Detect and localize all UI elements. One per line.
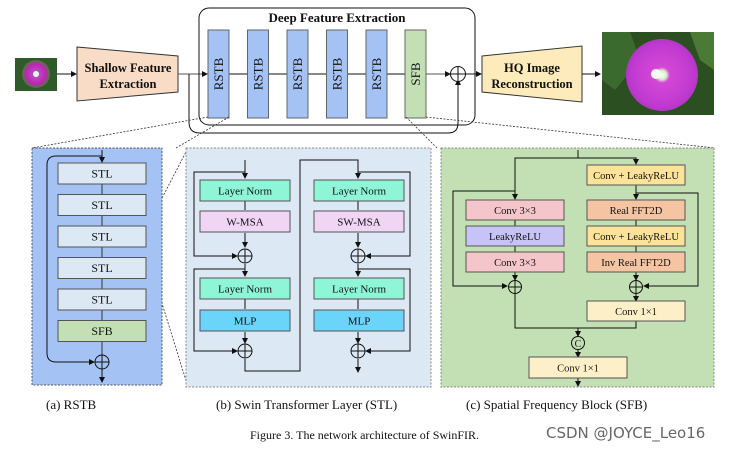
rstb-items: STL STL STL STL STL SFB (57, 162, 147, 342)
stl-item: STL (57, 225, 147, 248)
stl-right-layer-norm: Layer Norm (313, 277, 405, 300)
shallow-label-2: Extraction (100, 77, 157, 91)
rstb-block: RSTB (286, 29, 309, 119)
stl-connections (193, 159, 411, 373)
stl-left-layer-norm-label: Layer Norm (218, 284, 273, 296)
stl-left-layer-norm: Layer Norm (199, 277, 291, 300)
sfb-right-1-label: Real FFT2D (610, 206, 663, 217)
caption-rstb: (a) RSTB (46, 397, 97, 412)
sfb-top-block: SFB (404, 29, 427, 119)
sfb-right-1: Real FFT2D (586, 199, 686, 221)
sfb-right-3: Inv Real FFT2D (586, 251, 686, 273)
sfb-right-4-label: Conv 1×1 (615, 307, 657, 318)
stl-left-layer-norm: Layer Norm (199, 179, 291, 202)
concat-icon: C (571, 336, 585, 350)
caption-stl: (b) Swin Transformer Layer (STL) (216, 397, 398, 412)
hq-label-1: HQ Image (504, 61, 560, 75)
watermark: CSDN @JOYCE_Leo16 (546, 424, 706, 442)
hq-image-reconstruction-block: HQ Image Reconstruction (481, 45, 583, 103)
stl-item-label: STL (91, 293, 112, 307)
add-icon (508, 280, 522, 294)
global-skip-connection (188, 74, 461, 134)
stl-left-w-msa: W-MSA (199, 210, 291, 233)
rstb-skip (46, 155, 102, 365)
stl-item: STL (57, 194, 147, 216)
stl-left-layer-norm-label: Layer Norm (218, 186, 273, 198)
add-icon (350, 248, 366, 264)
rstb-block: RSTB (207, 29, 230, 119)
hq-label-2: Reconstruction (491, 77, 572, 91)
sfb-right-3-label: Inv Real FFT2D (601, 258, 671, 269)
rstb-block-label: RSTB (330, 57, 345, 90)
sfb-final-conv: Conv 1×1 (528, 356, 628, 379)
sfb-right-0-label: Conv + LeakyReLU (593, 171, 679, 182)
rstb-chain: RSTB RSTB RSTB RSTB RSTB (207, 29, 388, 119)
stl-item: STL (57, 257, 147, 279)
sfb-left-2: Conv 3×3 (465, 251, 565, 273)
sfb-left-2-label: Conv 3×3 (494, 258, 536, 269)
sfb-left-1: LeakyReLU (465, 225, 565, 247)
sfb-left-0-label: Conv 3×3 (494, 206, 536, 217)
sfb-final-conv-label: Conv 1×1 (557, 364, 599, 375)
add-icon (237, 248, 253, 264)
rstb-block-label: RSTB (369, 57, 384, 90)
add-icon (629, 280, 643, 294)
rstb-block: RSTB (247, 29, 269, 119)
stl-item: STL (57, 288, 147, 311)
stl-right-sw-msa-label: SW-MSA (337, 217, 380, 229)
stl-item-label: STL (91, 261, 112, 275)
stl-item-label: STL (91, 230, 112, 244)
add-icon (94, 354, 110, 370)
stl-item: STL (57, 162, 147, 185)
caption-sfb: (c) Spatial Frequency Block (SFB) (466, 397, 648, 412)
stl-right-mlp-label: MLP (348, 316, 371, 328)
output-image (602, 32, 714, 115)
rstb-block: RSTB (326, 29, 348, 119)
rstb-block: RSTB (365, 29, 388, 119)
sfb-left-1-label: LeakyReLU (489, 232, 541, 243)
sfb-item-label: SFB (91, 324, 112, 338)
deep-feature-title: Deep Feature Extraction (269, 10, 407, 25)
shallow-label-1: Shallow Feature (85, 61, 172, 75)
shallow-feature-extraction-block: Shallow Feature Extraction (76, 46, 179, 102)
concat-label: C (575, 339, 582, 350)
deep-feature-extraction-box (198, 7, 476, 126)
add-icon (450, 66, 466, 82)
stl-item-label: STL (91, 167, 112, 181)
input-image (15, 58, 57, 91)
stl-right-layer-norm-label: Layer Norm (332, 186, 387, 198)
rstb-block-label: RSTB (211, 57, 226, 90)
rstb-block-label: RSTB (251, 57, 266, 90)
stl-right-mlp: MLP (313, 309, 405, 332)
sfb-left-0: Conv 3×3 (465, 199, 565, 221)
stl-left-w-msa-label: W-MSA (226, 217, 263, 229)
sfb-right-2: Conv + LeakyReLU (586, 225, 686, 247)
add-icon (350, 343, 366, 359)
rstb-block-label: RSTB (290, 57, 305, 90)
sfb-top-label: SFB (408, 62, 423, 85)
add-icon (237, 343, 253, 359)
stl-right-layer-norm-label: Layer Norm (332, 284, 387, 296)
stl-item-label: STL (91, 198, 112, 212)
figure-caption: Figure 3. The network architecture of Sw… (250, 428, 480, 442)
sfb-right-4: Conv 1×1 (586, 300, 686, 322)
sfb-right-0: Conv + LeakyReLU (586, 164, 686, 186)
sfb-right-2-label: Conv + LeakyReLU (593, 232, 679, 243)
sfb-connections (452, 150, 699, 387)
stl-left-mlp: MLP (199, 309, 291, 332)
sfb-item: SFB (57, 320, 147, 342)
stl-right-layer-norm: Layer Norm (313, 179, 405, 202)
stl-right-sw-msa: SW-MSA (313, 210, 405, 233)
stl-left-mlp-label: MLP (234, 316, 257, 328)
